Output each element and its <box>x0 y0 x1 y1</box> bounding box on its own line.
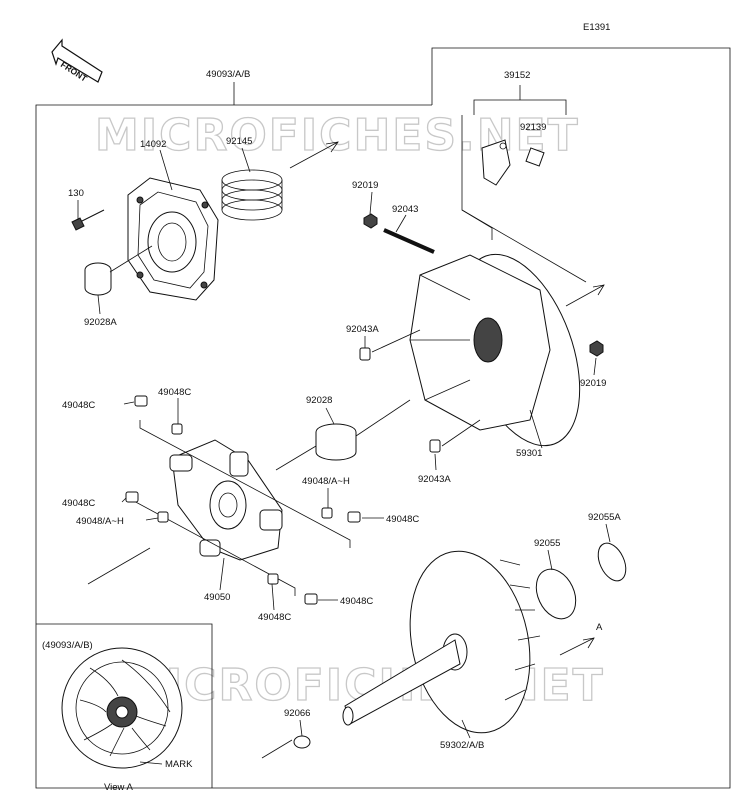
label-92055A: 92055A <box>588 512 621 523</box>
diagram-code: E1391 <box>583 22 610 33</box>
label-92066: 92066 <box>284 708 310 719</box>
label-49048AH-top: 49048/A~H <box>302 476 350 487</box>
washer-92066 <box>293 735 311 749</box>
label-130: 130 <box>68 188 84 199</box>
label-49048C-c: 49048C <box>62 498 95 509</box>
label-49048AH-left: 49048/A~H <box>76 516 124 527</box>
movable-sheave-59301 <box>409 253 581 447</box>
pin-92043A-top <box>359 347 371 361</box>
direction-arrows <box>87 141 605 759</box>
o-ring-92055A <box>597 542 627 582</box>
label-49093: 49093/A/B <box>206 69 250 80</box>
label-59301: 59301 <box>516 448 542 459</box>
bushing-92028A <box>84 262 112 296</box>
inset-view-a <box>36 623 213 788</box>
label-92043: 92043 <box>392 204 418 215</box>
label-92028: 92028 <box>306 395 332 406</box>
inset-title: (49093/A/B) <box>42 640 93 651</box>
label-92028A: 92028A <box>84 317 117 328</box>
label-49048C-b: 49048C <box>158 387 191 398</box>
label-49048C-d: 49048C <box>386 514 419 525</box>
fixed-sheave-59302 <box>342 550 541 734</box>
pin-92043A-bottom <box>429 439 441 453</box>
bushing-92028 <box>275 399 411 471</box>
nut-92019-top <box>363 213 378 229</box>
label-92019-top: 92019 <box>352 180 378 191</box>
leader-lines <box>77 147 611 765</box>
label-92139: 92139 <box>520 122 546 133</box>
cam-weight-39152 <box>481 139 545 186</box>
spring-92145 <box>221 169 283 221</box>
cam-bracket <box>461 85 587 283</box>
assembly-frame <box>35 47 731 789</box>
label-92145: 92145 <box>226 136 252 147</box>
front-arrow-icon: FRONT <box>51 38 103 84</box>
label-49048C-f: 49048C <box>340 596 373 607</box>
label-92055: 92055 <box>534 538 560 549</box>
shoes-49048C <box>125 395 361 605</box>
label-14092: 14092 <box>140 139 166 150</box>
label-92019-right: 92019 <box>580 378 606 389</box>
view-arrow-label: A <box>596 622 603 633</box>
spider-49050 <box>169 439 283 561</box>
inset-mark-label: MARK <box>165 759 193 770</box>
inset-caption: View A <box>104 782 134 793</box>
label-49048C-e: 49048C <box>258 612 291 623</box>
label-92043A-top: 92043A <box>346 324 379 335</box>
label-39152: 39152 <box>504 70 530 81</box>
cover-14092 <box>127 177 219 301</box>
pin-92043 <box>383 228 435 254</box>
bolt-130 <box>71 209 105 231</box>
label-92043A-bottom: 92043A <box>418 474 451 485</box>
nut-92019-right <box>589 340 604 357</box>
o-ring-92055 <box>535 568 577 620</box>
label-59302: 59302/A/B <box>440 740 484 751</box>
label-49048C-a: 49048C <box>62 400 95 411</box>
label-49050: 49050 <box>204 592 230 603</box>
